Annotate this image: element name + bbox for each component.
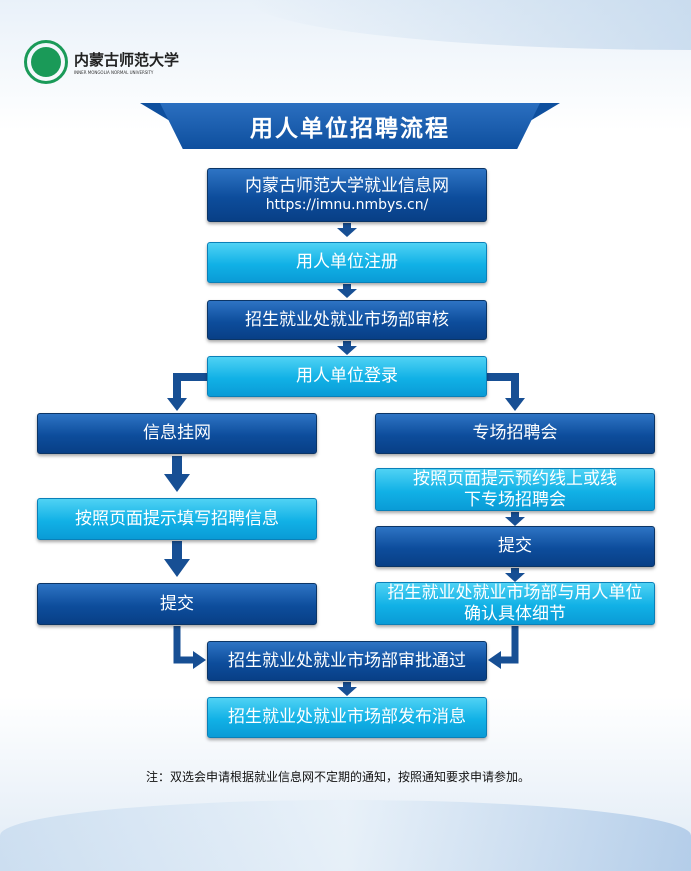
elbow-arrow-left [173, 373, 207, 400]
step-register: 用人单位注册 [207, 242, 487, 283]
arrow-down-icon [505, 512, 525, 526]
arrow-down-icon [337, 682, 357, 696]
step-review: 招生就业处就业市场部审核 [207, 300, 487, 340]
step-job-fair: 专场招聘会 [375, 413, 655, 454]
step-confirm-details: 招生就业处就业市场部与用人单位确认具体细节 [375, 582, 655, 625]
logo-english: INNER MONGOLIA NORMAL UNIVERSITY [74, 70, 154, 75]
website-name: 内蒙古师范大学就业信息网 [245, 176, 449, 197]
decorative-wave-bottom [0, 800, 691, 871]
step-website: 内蒙古师范大学就业信息网 https://imnu.nmbys.cn/ [207, 168, 487, 222]
arrow-down-icon [164, 474, 190, 492]
step-publish: 招生就业处就业市场部发布消息 [207, 697, 487, 738]
arrow-down-icon [505, 568, 525, 582]
elbow-arrow-merge-left [173, 626, 195, 664]
elbow-arrow-right [487, 373, 519, 400]
step-submit-right: 提交 [375, 526, 655, 567]
arrow-down-icon [337, 284, 357, 298]
step-post-info: 信息挂网 [37, 413, 317, 454]
step-submit-left: 提交 [37, 583, 317, 625]
step-book-fair: 按照页面提示预约线上或线下专场招聘会 [375, 468, 655, 511]
arrow-down-icon [337, 223, 357, 237]
arrow-down-icon [337, 341, 357, 355]
step-login: 用人单位登录 [207, 356, 487, 397]
footnote: 注：双选会申请根据就业信息网不定期的通知，按照通知要求申请参加。 [146, 770, 531, 784]
logo-name: 内蒙古师范大学 [74, 51, 180, 69]
arrow-down-icon [164, 559, 190, 577]
website-url[interactable]: https://imnu.nmbys.cn/ [265, 196, 429, 213]
step-approve: 招生就业处就业市场部审批通过 [207, 641, 487, 681]
step-fill-info: 按照页面提示填写招聘信息 [37, 498, 317, 540]
elbow-arrow-merge-right [500, 626, 519, 664]
page-title: 用人单位招聘流程 [160, 103, 540, 149]
university-logo: 内蒙古师范大学 INNER MONGOLIA NORMAL UNIVERSITY [24, 40, 179, 84]
seal-icon [24, 40, 68, 84]
